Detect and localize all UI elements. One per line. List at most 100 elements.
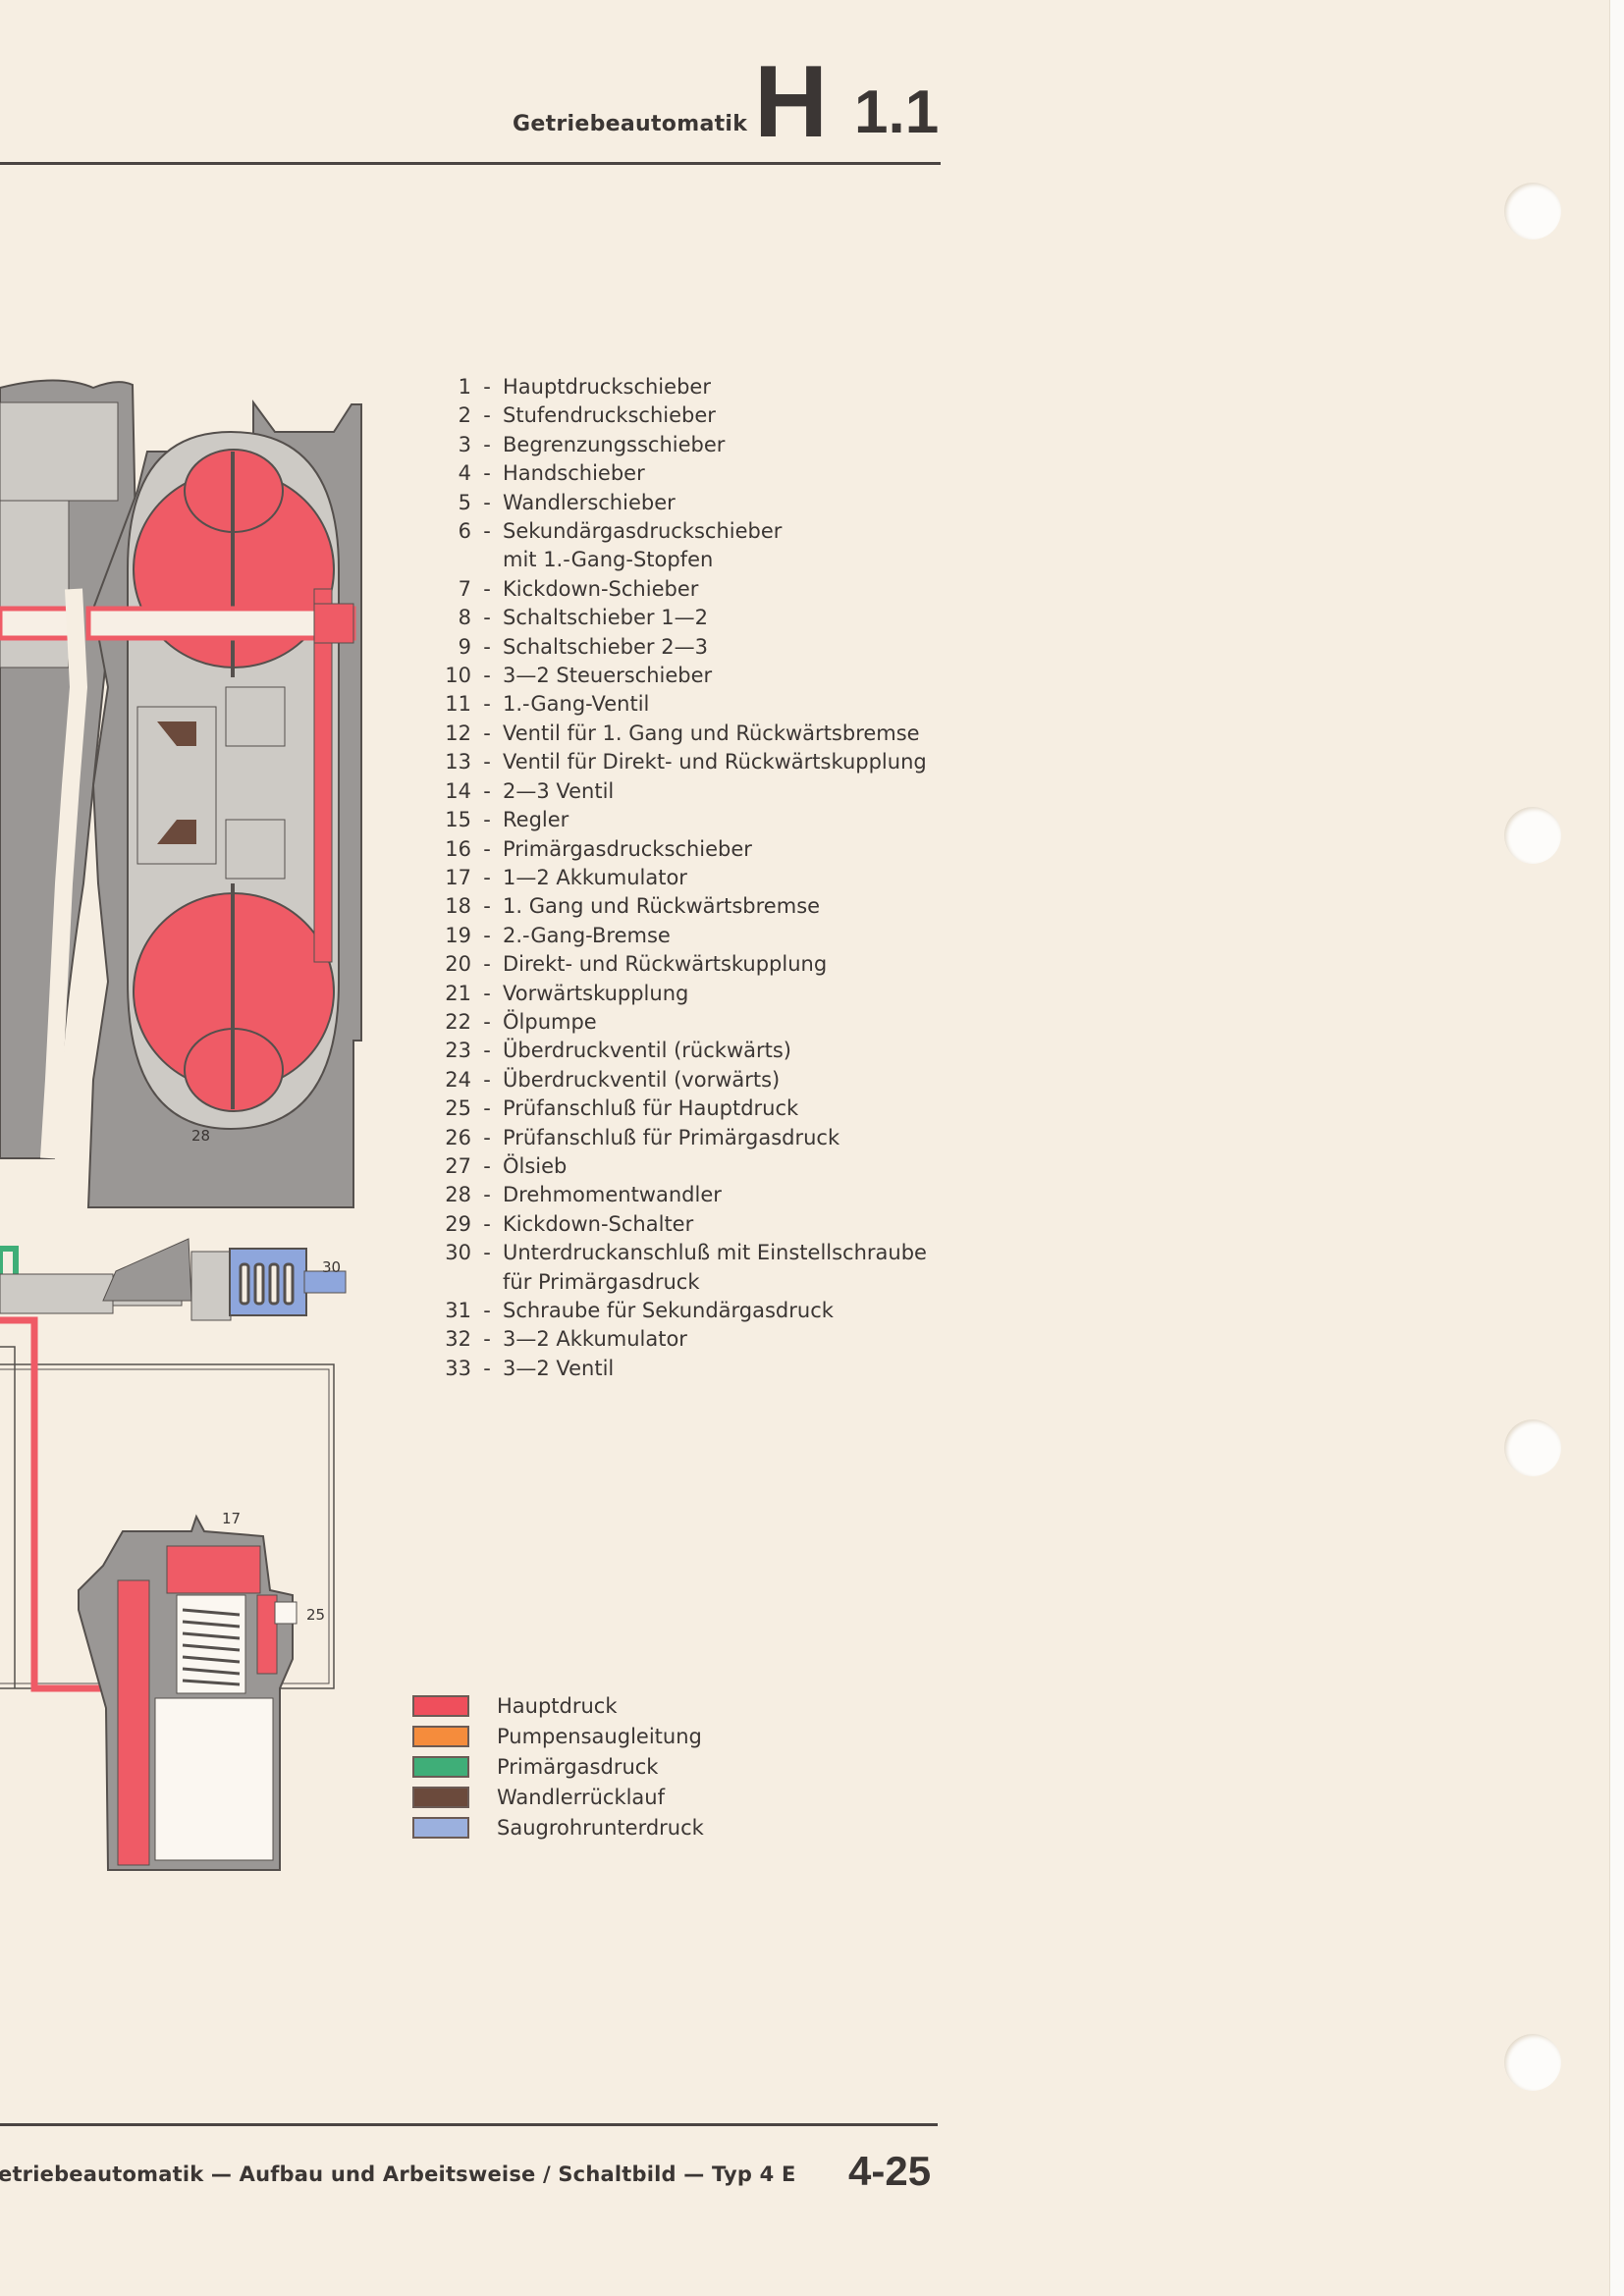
part-number: 21 (445, 981, 471, 1005)
part-label-line: Ölsieb (503, 1153, 568, 1178)
part-label-line: Prüfanschluß für Hauptdruck (503, 1096, 799, 1121)
part-number: 18 (445, 894, 471, 919)
part-item: 21-Vorwärtskupplung (432, 980, 982, 1008)
part-item: 2-Stufendruckschieber (432, 401, 982, 430)
part-label: Kickdown-Schieber (503, 575, 982, 604)
part-label: 3—2 Akkumulator (503, 1325, 982, 1354)
legend-swatch (412, 1694, 469, 1717)
dash: - (483, 461, 491, 486)
part-label-line: Begrenzungsschieber (503, 432, 726, 456)
dash: - (483, 403, 491, 428)
part-label-line: Regler (503, 808, 569, 832)
page-number: 4-25 (848, 2148, 932, 2194)
part-item: 31-Schraube für Sekundärgasdruck (432, 1297, 982, 1325)
part-label-line: Direkt- und Rückwärtskupplung (503, 952, 828, 977)
part-label: Kickdown-Schalter (503, 1210, 982, 1239)
dash: - (483, 692, 491, 717)
part-item: 7-Kickdown-Schieber (432, 575, 982, 604)
part-number: 26 (445, 1125, 471, 1149)
part-label: Handschieber (503, 459, 982, 488)
part-number: 17 (445, 865, 471, 889)
part-label: Ölpumpe (503, 1008, 982, 1037)
part-item: 12-Ventil für 1. Gang und Rückwärtsbrems… (432, 720, 982, 748)
footer-text: etriebeautomatik — Aufbau und Arbeitswei… (0, 2163, 796, 2186)
cutaway-break (40, 588, 88, 1159)
dash: - (483, 1356, 491, 1380)
part-item: 29-Kickdown-Schalter (432, 1210, 982, 1239)
dash: - (483, 1183, 491, 1207)
legend-item: Saugrohrunterdruck (412, 1812, 704, 1842)
part-number: 20 (445, 952, 471, 977)
part-label-line: 1. Gang und Rückwärtsbremse (503, 894, 821, 919)
part-label-line: Ölpumpe (503, 1009, 597, 1034)
part-label: Begrenzungsschieber (503, 431, 982, 459)
part-item: 32-3—2 Akkumulator (432, 1325, 982, 1354)
part-label: Schaltschieber 1—2 (503, 604, 982, 632)
part-item: 26-Prüfanschluß für Primärgasdruck (432, 1124, 982, 1152)
legend-label: Pumpensaugleitung (497, 1724, 702, 1748)
dash: - (483, 1211, 491, 1236)
part-item: 33-3—2 Ventil (432, 1355, 982, 1383)
dash: - (483, 1299, 491, 1322)
part-label-line: 2—3 Ventil (503, 778, 615, 803)
part-number: 25 (445, 1096, 471, 1121)
part-label-line: 1.-Gang-Ventil (503, 692, 650, 717)
legend-item: Pumpensaugleitung (412, 1721, 704, 1751)
part-number: 15 (445, 808, 471, 832)
part-label: Vorwärtskupplung (503, 980, 982, 1008)
label-28: 28 (191, 1127, 210, 1145)
part-item: 11-1.-Gang-Ventil (432, 690, 982, 719)
dash: - (483, 923, 491, 947)
part-label: Wandlerschieber (503, 489, 982, 517)
part-label-line: Sekundärgasdruckschieber (503, 519, 783, 544)
part-number: 9 (458, 634, 471, 659)
part-item: 16-Primärgasdruckschieber (432, 835, 982, 864)
part-label-line: Überdruckventil (rückwärts) (503, 1039, 791, 1063)
part-number: 31 (445, 1299, 471, 1322)
part-label: Schraube für Sekundärgasdruck (503, 1297, 982, 1325)
dash: - (483, 432, 491, 456)
part-number: 6 (458, 519, 471, 544)
part-number: 16 (445, 836, 471, 861)
dash: - (483, 894, 491, 919)
legend-swatch (412, 1786, 469, 1808)
part-label-line: 3—2 Ventil (503, 1356, 615, 1380)
part-label: Überdruckventil (rückwärts) (503, 1037, 982, 1065)
legend-swatch (412, 1725, 469, 1747)
part-item: 28-Drehmomentwandler (432, 1181, 982, 1209)
dash: - (483, 576, 491, 601)
part-item: 10-3—2 Steuerschieber (432, 662, 982, 690)
dash: - (483, 375, 491, 399)
part-label-line: Ventil für Direkt- und Rückwärtskupplung (503, 750, 927, 774)
dash: - (483, 808, 491, 832)
part-number: 24 (445, 1067, 471, 1092)
part-number: 19 (445, 923, 471, 947)
part-item: 13-Ventil für Direkt- und Rückwärtskuppl… (432, 748, 982, 776)
dash: - (483, 1241, 491, 1265)
part-label-line: Kickdown-Schalter (503, 1211, 694, 1236)
part-label: Drehmomentwandler (503, 1181, 982, 1209)
dash: - (483, 1096, 491, 1121)
part-label-line: Hauptdruckschieber (503, 375, 711, 399)
legend-label: Hauptdruck (497, 1693, 618, 1718)
part-item: 27-Ölsieb (432, 1152, 982, 1181)
turbine-shaft (0, 603, 356, 644)
part-label-line: Schaltschieber 1—2 (503, 606, 708, 630)
legend-item: Primärgasdruck (412, 1751, 704, 1782)
legend-item: Hauptdruck (412, 1690, 704, 1721)
dash: - (483, 1125, 491, 1149)
part-item: 24-Überdruckventil (vorwärts) (432, 1066, 982, 1095)
part-number: 12 (445, 721, 471, 745)
part-label: 3—2 Steuerschieber (503, 662, 982, 690)
legend-item: Wandlerrücklauf (412, 1782, 704, 1812)
dash: - (483, 865, 491, 889)
part-label: Prüfanschluß für Primärgasdruck (503, 1124, 982, 1152)
part-label: Primärgasdruckschieber (503, 835, 982, 864)
part-number: 32 (445, 1327, 471, 1352)
header-rule (0, 162, 941, 165)
dash: - (483, 1009, 491, 1034)
part-number: 14 (445, 778, 471, 803)
legend-label: Saugrohrunterdruck (497, 1815, 704, 1840)
